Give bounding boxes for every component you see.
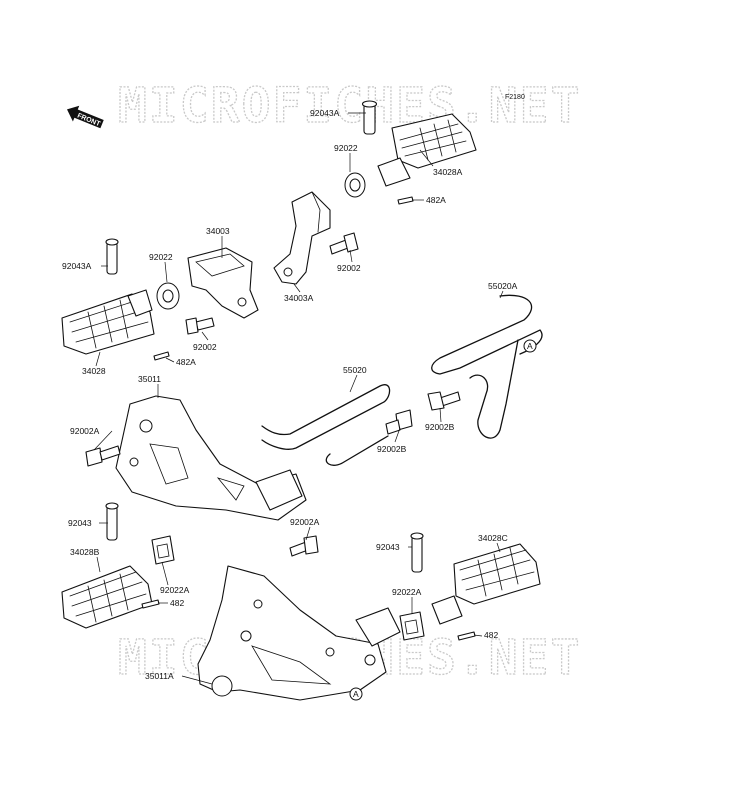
- label-92002-mid: 92002: [193, 342, 217, 352]
- washer-92022-top: [344, 172, 366, 198]
- bolt-92002b-right: [427, 391, 461, 411]
- label-482-right: 482: [484, 630, 498, 640]
- label-35011a: 35011A: [145, 671, 174, 681]
- label-34028: 34028: [82, 366, 106, 376]
- stay-55020a: [431, 294, 543, 439]
- svg-text:A: A: [353, 689, 359, 699]
- label-482a-top: 482A: [426, 195, 446, 205]
- footpeg-34028a: [377, 113, 477, 187]
- figure-code: F2180: [505, 94, 525, 101]
- bolt-92002a-center: [289, 535, 319, 557]
- label-34003: 34003: [206, 226, 230, 236]
- watermark-top: MICROFICHES.NET: [118, 78, 581, 134]
- cotter-482-left: [141, 599, 160, 609]
- pin-92043a-left: [105, 238, 119, 275]
- label-92002b-right: 92002B: [425, 422, 455, 432]
- label-92002-upper: 92002: [337, 263, 361, 273]
- label-92043-left: 92043: [68, 518, 92, 528]
- front-arrow-icon: FRONT: [67, 105, 104, 128]
- label-92002a-left: 92002A: [70, 426, 100, 436]
- label-55020: 55020: [343, 365, 367, 375]
- label-34028a: 34028A: [433, 167, 463, 177]
- label-92002b-mid: 92002B: [377, 444, 407, 454]
- label-92022-top: 92022: [334, 143, 358, 153]
- washer-92022-left: [156, 282, 180, 310]
- label-92043a-top: 92043A: [310, 108, 340, 118]
- bolt-92002a-left: [85, 445, 121, 467]
- svg-text:A: A: [527, 341, 533, 351]
- leader-lines: [93, 112, 504, 685]
- cotter-482a-top: [397, 196, 414, 205]
- label-92022a-left: 92022A: [160, 585, 190, 595]
- label-92043-right: 92043: [376, 542, 400, 552]
- label-35011: 35011: [138, 374, 161, 384]
- bracket-35011a: [197, 565, 401, 701]
- part-labels: 92043A 92022 34028A 482A 34003 92002 340…: [62, 108, 518, 681]
- footpeg-34028: [61, 289, 155, 355]
- stay-55020: [261, 384, 391, 466]
- label-34028b: 34028B: [70, 547, 100, 557]
- washer-92022a-left: [151, 535, 175, 565]
- footpeg-34028b: [61, 565, 153, 629]
- bracket-34003a: [273, 191, 331, 285]
- label-55020a: 55020A: [488, 281, 518, 291]
- ref-mark-a-upper: A: [523, 339, 537, 353]
- label-34003a: 34003A: [284, 293, 314, 303]
- washer-92022a-right: [399, 611, 425, 641]
- label-92022a-right: 92022A: [392, 587, 422, 597]
- label-34028c: 34028C: [478, 533, 508, 543]
- bolt-92002-mid: [185, 317, 215, 335]
- pin-92043-left: [105, 502, 119, 541]
- cotter-482-right: [457, 631, 476, 641]
- ref-mark-a-lower: A: [349, 687, 363, 701]
- pin-92043-right: [410, 532, 424, 573]
- bracket-35011: [115, 395, 307, 521]
- footpeg-34028c: [431, 543, 541, 625]
- label-92002a-center: 92002A: [290, 517, 320, 527]
- bracket-34003: [187, 247, 259, 319]
- pin-92043a-top: [361, 100, 378, 135]
- bolt-92002b-mid: [385, 409, 413, 435]
- label-482a-left: 482A: [176, 357, 196, 367]
- label-92022-left: 92022: [149, 252, 173, 262]
- label-92043a-left: 92043A: [62, 261, 92, 271]
- cotter-482a-left: [153, 351, 170, 361]
- label-482-left: 482: [170, 598, 184, 608]
- bolt-92002-upper: [329, 232, 359, 255]
